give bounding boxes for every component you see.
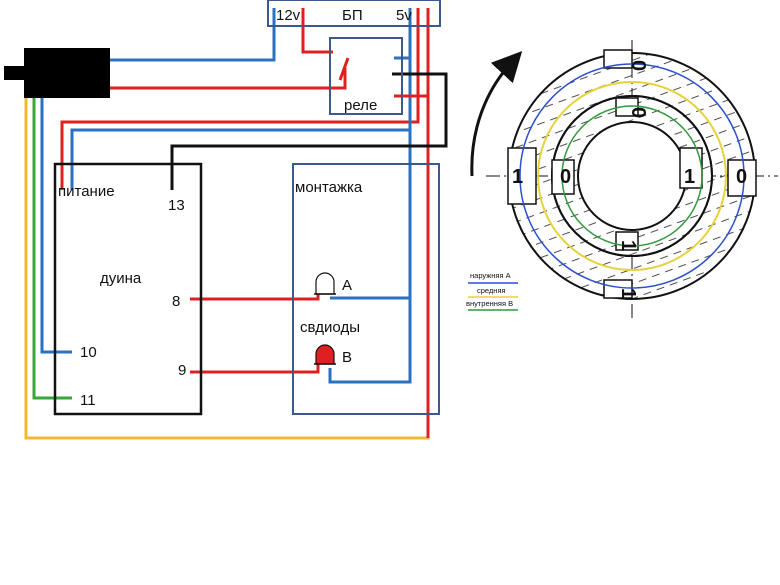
mount-label: монтажка: [295, 179, 363, 196]
wire-12v-relay: [301, 8, 333, 54]
wire-motor-pin10: [40, 96, 72, 354]
wire-motor-blue: [110, 8, 276, 62]
pin-11-label: 11: [80, 392, 96, 409]
dial-label-inner-left: 0: [560, 166, 571, 188]
dial-label-inner-right: 1: [684, 166, 695, 188]
dial-label-bottom-inner: 1: [617, 240, 639, 251]
wire-pin8-leda: [190, 288, 320, 301]
psu-5v-label: 5v: [396, 7, 412, 24]
dial-label-outer-right: 0: [736, 166, 747, 188]
wire-pin9-ledb: [190, 362, 320, 374]
led-b-label: B: [342, 349, 352, 366]
wires: [24, 8, 448, 440]
legend: наружняя А средняя внутренняя В: [466, 271, 518, 311]
wire-relay-signal: [170, 72, 448, 190]
led-a-label: A: [342, 277, 352, 294]
controller-name: дуина: [100, 270, 142, 287]
leds-label: свдиоды: [300, 319, 360, 336]
encoder-dial: 1 0 1 0 0 0 1 1: [470, 40, 778, 322]
wire-blue-rail: [328, 8, 412, 384]
legend-outer: наружняя А: [470, 271, 511, 280]
legend-middle: средняя: [477, 286, 506, 295]
relay-block: реле: [329, 37, 403, 115]
wire-relay-motor: [110, 68, 347, 90]
relay-switch: [338, 57, 350, 81]
psu-block: 12v БП 5v: [267, 0, 441, 27]
wire-power-red: [60, 8, 420, 190]
controller-power-label: питание: [58, 183, 115, 200]
rotation-arrow-icon: [470, 51, 523, 177]
dial-label-top-inner: 0: [627, 107, 649, 118]
pin-8-label: 8: [172, 293, 180, 310]
wire-power-blue: [70, 128, 410, 190]
motor: [4, 48, 110, 98]
pin-9-label: 9: [178, 362, 186, 379]
dial-label-bottom-outer: 1: [617, 288, 639, 299]
relay-label: реле: [344, 97, 377, 114]
psu-label: БП: [342, 7, 363, 24]
pin-13-label: 13: [168, 197, 185, 214]
controller-block: питание 13 дуина 8 9 10 11: [53, 162, 203, 416]
mount-block: монтажка свдиоды A B: [292, 163, 440, 415]
led-b-icon: [314, 344, 336, 365]
dial-label-top-outer: 0: [627, 60, 649, 71]
pin-10-label: 10: [80, 344, 97, 361]
led-a-icon: [314, 272, 336, 295]
dial-label-outer-left: 1: [512, 166, 523, 188]
legend-inner: внутренняя В: [466, 299, 513, 308]
psu-12v-label: 12v: [276, 7, 301, 24]
wire-motor-pin11: [32, 96, 72, 400]
